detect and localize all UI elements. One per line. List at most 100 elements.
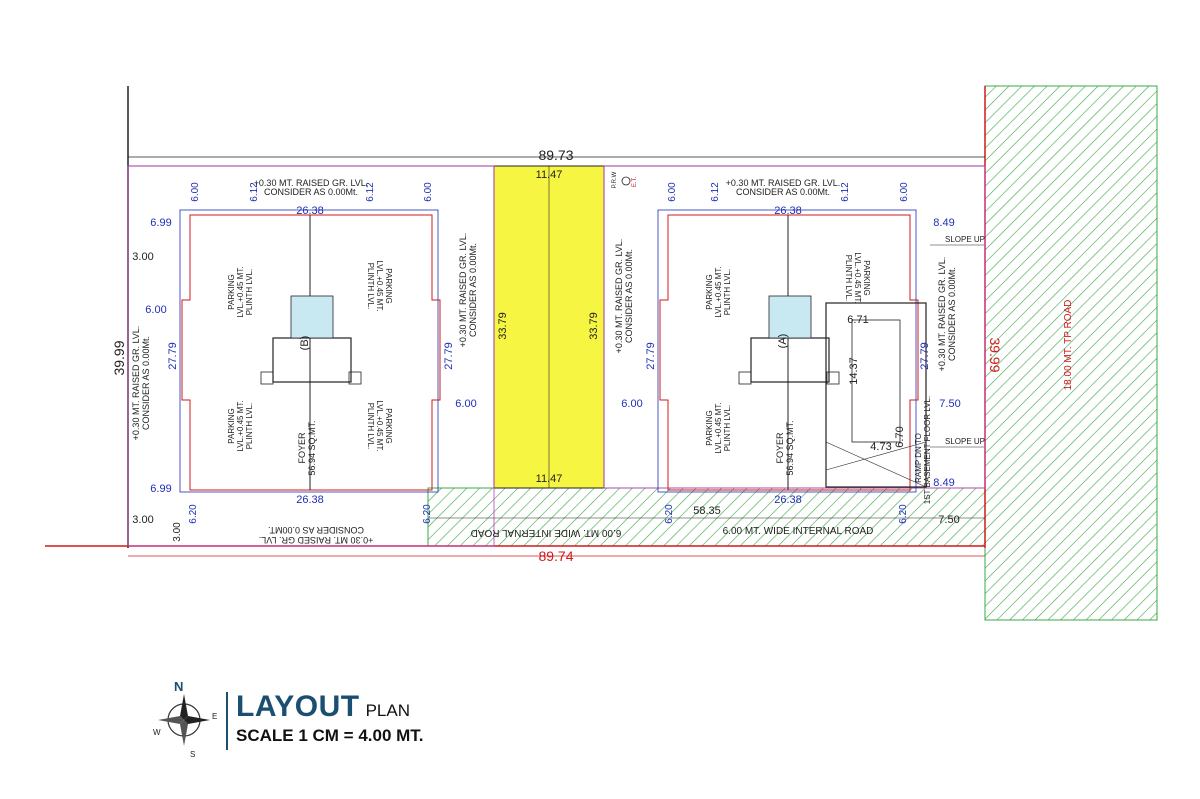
dim-yellow-left: 33.79 bbox=[497, 312, 509, 340]
dim-col-b-2: 6.12 bbox=[249, 182, 260, 202]
dim-ramp-670: 6.70 bbox=[894, 426, 906, 447]
raised-label-bottom-2: CONSIDER AS 0.00MT. bbox=[268, 525, 364, 535]
dim-col-b-1: 6.00 bbox=[190, 182, 201, 202]
building-b bbox=[179, 209, 441, 493]
slope-up-bottom: SLOPE UP bbox=[945, 437, 985, 446]
compass-n: N bbox=[174, 680, 183, 694]
dim-620-4: 6.20 bbox=[898, 504, 909, 524]
dim-yellow-right: 33.79 bbox=[588, 312, 600, 340]
parking-b-2b: LVL.+0.45 MT. bbox=[375, 260, 384, 311]
dim-col-b-3: 6.12 bbox=[365, 182, 376, 202]
internal-road-label-1: 6.00 MT. WIDE INTERNAL ROAD bbox=[471, 527, 622, 538]
dim-ramp-1437: 14.37 bbox=[848, 357, 860, 385]
parking-a-2c: PLINTH LVL. bbox=[844, 255, 853, 302]
dim-yellow-top: 11.47 bbox=[536, 169, 563, 181]
ramp bbox=[825, 302, 927, 488]
internal-road-label-2: 6.00 MT. WIDE INTERNAL ROAD bbox=[723, 526, 874, 537]
raised-label-yellow-right-2: CONSIDER AS 0.00Mt. bbox=[624, 249, 634, 343]
title-line: LAYOUT PLAN bbox=[236, 690, 410, 724]
dim-849-top: 8.49 bbox=[933, 217, 954, 229]
dim-bldg-width-b-top: 26.38 bbox=[296, 205, 324, 217]
raised-label-right-side-2: CONSIDER AS 0.00Mt. bbox=[947, 267, 957, 361]
dim-right-height: 39.99 bbox=[987, 337, 1003, 372]
parking-b-3b: LVL.+0.45 MT. bbox=[236, 400, 245, 451]
foyer-b-area: 56.94 SQ.MT. bbox=[307, 420, 317, 475]
wing-b-label: (B) bbox=[299, 336, 311, 351]
parking-b-1a: PARKING bbox=[227, 274, 236, 309]
parking-b-2a: PARKING bbox=[384, 268, 393, 303]
ramp-label-2: 1ST BASEMENT FLOOR LVL. bbox=[923, 396, 932, 504]
raised-label-yellow-right-1: +0.30 MT. RAISED GR. LVL. bbox=[614, 239, 624, 354]
dim-bldg-depth-b-right: 27.79 bbox=[443, 342, 455, 370]
dim-620-2: 6.20 bbox=[422, 504, 433, 524]
dim-ramp-671: 6.71 bbox=[847, 314, 868, 326]
parking-b-2c: PLINTH LVL. bbox=[366, 263, 375, 310]
raised-label-yellow-left-2: CONSIDER AS 0.00Mt. bbox=[468, 243, 478, 337]
dim-620-3: 6.20 bbox=[664, 504, 675, 524]
parking-a-1a: PARKING bbox=[705, 274, 714, 309]
dim-300-top: 3.00 bbox=[132, 251, 153, 263]
scale-text: SCALE 1 CM = 4.00 MT. bbox=[236, 726, 424, 745]
dim-col-a-2: 6.12 bbox=[710, 182, 721, 202]
tp-road-area bbox=[984, 85, 1158, 621]
dim-bottom-overall: 89.74 bbox=[538, 548, 573, 564]
dim-bldg-depth-a-left: 27.79 bbox=[645, 342, 657, 370]
tp-road-label: 18.00 MT. TP ROAD bbox=[1063, 300, 1074, 391]
dim-bldg-depth-b-left: 27.79 bbox=[167, 342, 179, 370]
foyer-b-label: FOYER bbox=[297, 432, 307, 464]
parking-a-3a: PARKING bbox=[705, 410, 714, 445]
dim-849-bottom: 8.49 bbox=[933, 477, 954, 489]
et-label: E.T. bbox=[632, 177, 638, 188]
parking-a-3b: LVL.+0.45 MT. bbox=[714, 402, 723, 453]
dim-bldg-depth-a-right: 27.79 bbox=[919, 342, 931, 370]
dim-col-a-1: 6.00 bbox=[667, 182, 678, 202]
dim-600-mid-right: 6.00 bbox=[621, 398, 642, 410]
raised-label-top-left-2: CONSIDER AS 0.00Mt. bbox=[264, 187, 358, 197]
dim-bldg-width-b-bottom: 26.38 bbox=[296, 494, 324, 506]
dim-600-mid-left: 6.00 bbox=[455, 398, 476, 410]
parking-b-3c: PLINTH LVL. bbox=[245, 403, 254, 450]
dim-left-height: 39.99 bbox=[111, 340, 127, 375]
dim-yellow-bottom: 11.47 bbox=[536, 473, 563, 485]
raised-label-yellow-left-1: +0.30 MT. RAISED GR. LVL. bbox=[458, 233, 468, 348]
dim-600-left: 6.00 bbox=[145, 304, 166, 316]
dim-col-a-3: 6.12 bbox=[840, 182, 851, 202]
dim-750-bottom: 7.50 bbox=[938, 514, 959, 526]
dim-col-a-4: 6.00 bbox=[899, 182, 910, 202]
foyer-a-label: FOYER bbox=[775, 432, 785, 464]
internal-road-area bbox=[427, 487, 986, 547]
raised-label-top-right-2: CONSIDER AS 0.00Mt. bbox=[736, 187, 830, 197]
parking-b-4c: PLINTH LVL. bbox=[366, 403, 375, 450]
parking-a-2a: PARKING bbox=[862, 260, 871, 295]
parking-b-4b: LVL.+0.45 MT. bbox=[375, 400, 384, 451]
dim-699-top: 6.99 bbox=[150, 217, 171, 229]
parking-a-1b: LVL.+0.45 MT. bbox=[714, 266, 723, 317]
title-sub: PLAN bbox=[365, 701, 410, 720]
parking-b-4a: PARKING bbox=[384, 408, 393, 443]
wing-a-label: (A) bbox=[777, 334, 789, 349]
dim-bldg-width-a-bottom: 26.38 bbox=[774, 494, 802, 506]
slope-up-top: SLOPE UP bbox=[945, 235, 985, 244]
dim-road-length: 58.35 bbox=[693, 505, 721, 517]
raised-label-top-left-1: +0.30 MT. RAISED GR. LVL. bbox=[254, 178, 369, 188]
raised-label-right-side-1: +0.30 MT. RAISED GR. LVL. bbox=[937, 257, 947, 372]
dim-top-overall: 89.73 bbox=[538, 147, 573, 163]
raised-label-top-right-1: +0.30 MT. RAISED GR. LVL. bbox=[726, 178, 841, 188]
dim-750-right: 7.50 bbox=[939, 398, 960, 410]
building-a bbox=[657, 209, 919, 493]
compass-w: W bbox=[153, 728, 161, 737]
foyer-a-area: 56.94 SQ.MT. bbox=[785, 420, 795, 475]
dim-bldg-width-a-top: 26.38 bbox=[774, 205, 802, 217]
dim-col-b-4: 6.00 bbox=[423, 182, 434, 202]
compass-s: S bbox=[190, 750, 195, 759]
parking-b-1b: LVL.+0.45 MT. bbox=[236, 266, 245, 317]
parking-b-3a: PARKING bbox=[227, 408, 236, 443]
title-divider bbox=[226, 692, 228, 750]
title-main: LAYOUT bbox=[236, 690, 360, 723]
title-block: N E W S LAYOUT PLAN SCALE 1 CM = 4.00 MT. bbox=[150, 680, 570, 770]
ramp-label-1: RAMP DN TO bbox=[914, 433, 923, 483]
compass-e: E bbox=[212, 712, 217, 721]
prw-label: P.R.W bbox=[612, 171, 618, 188]
raised-label-left-side-1: +0.30 MT. RAISED GR. LVL. bbox=[131, 326, 141, 441]
